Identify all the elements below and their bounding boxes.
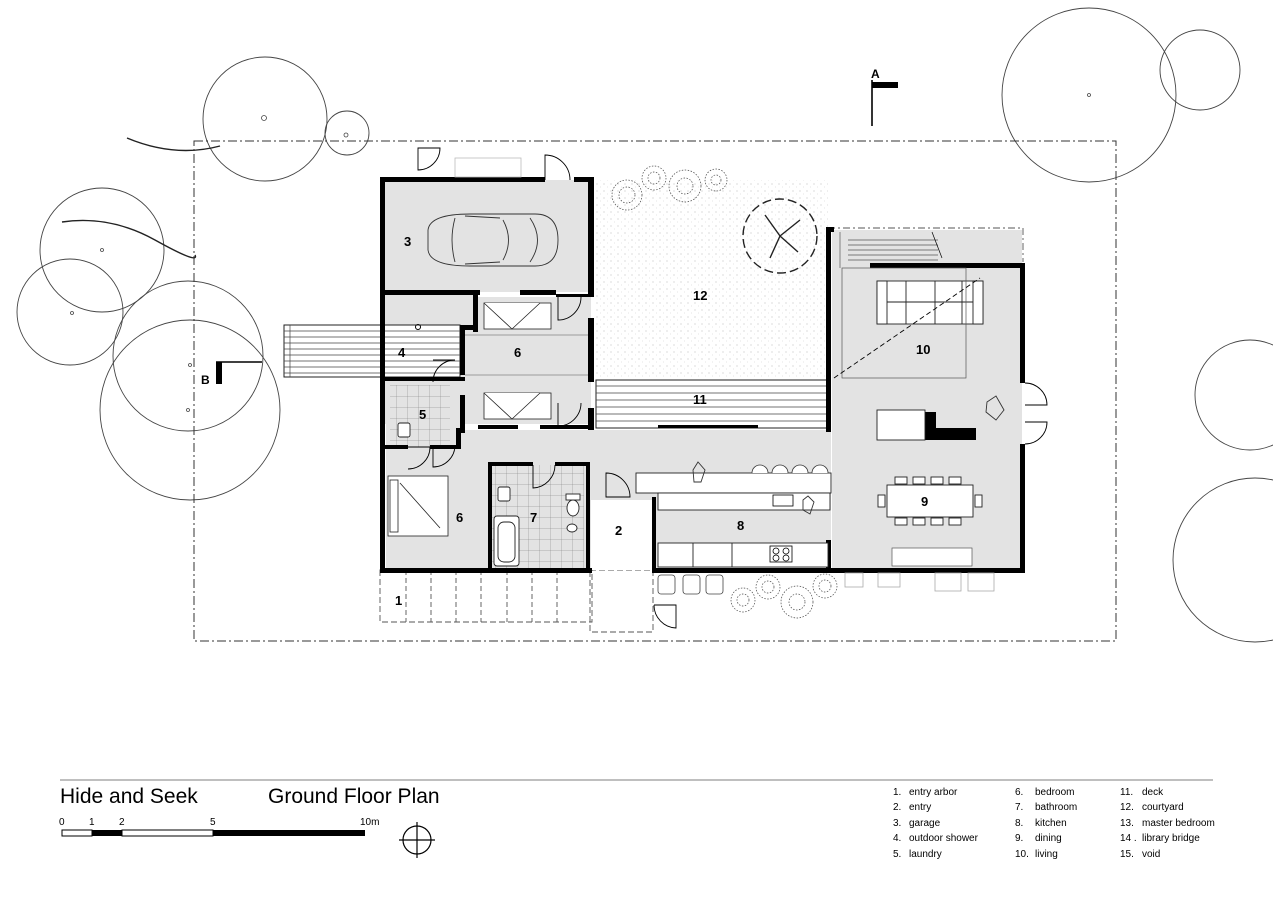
svg-text:B: B [201, 373, 210, 387]
tree-canopy [1172, 477, 1273, 643]
legend-item: 15.void [1120, 848, 1161, 860]
legend-item: 1.entry arbor [893, 787, 958, 798]
tree-canopy [1194, 339, 1273, 451]
toilet-icon [397, 422, 581, 533]
legend-item: 3.garage [893, 817, 941, 829]
room-label: 7 [530, 510, 537, 525]
legend-item: 2.entry [893, 802, 932, 814]
scale-label: 0 [59, 817, 65, 828]
legend-item: 10.living [1015, 848, 1058, 860]
svg-text:A: A [871, 67, 880, 81]
legend-item: 7.bathroom [1015, 802, 1078, 814]
bed-icon [387, 302, 552, 537]
room-labels: 1 2 3 4 5 6 6 7 8 9 10 11 12 [395, 234, 930, 608]
section-marker-b: B [201, 361, 262, 387]
tree-canopies [16, 7, 1273, 643]
scale-bar [61, 829, 365, 837]
room-label: 11 [693, 392, 707, 407]
tree-canopy [324, 110, 370, 156]
tree-canopy [202, 56, 328, 182]
room-label: 1 [395, 593, 402, 608]
dining-table-icon [877, 476, 983, 526]
legend-item: 5.laundry [893, 848, 942, 860]
room-label: 12 [693, 288, 707, 303]
section-marker-a: A [871, 67, 898, 126]
legend-item: 12.courtyard [1120, 802, 1184, 814]
project-title: Hide and Seek [60, 785, 198, 808]
outdoor-shower-deck [283, 324, 461, 378]
room-label: 2 [615, 523, 622, 538]
tree-canopy [39, 187, 165, 313]
room-label: 5 [419, 407, 426, 422]
plan-title: Ground Floor Plan [268, 785, 440, 808]
legend-item: 4.outdoor shower [893, 833, 978, 845]
tree-canopy [1159, 29, 1241, 111]
room-label: 8 [737, 518, 744, 533]
tree-icon [742, 198, 818, 274]
car-icon [427, 213, 559, 267]
legend-item: 11.deck [1120, 787, 1164, 798]
courtyard-surface [596, 180, 828, 378]
tree-canopy [112, 280, 264, 432]
room-label: 10 [916, 342, 930, 357]
cooktop-icon [769, 494, 794, 563]
legend-item: 6.bedroom [1015, 787, 1075, 798]
tree-canopy [16, 258, 124, 366]
scale-label: 2 [119, 817, 125, 828]
deck-boards [595, 379, 829, 429]
legend-column: 11.deck 12.courtyard 13.master bedroom 1… [1120, 785, 1215, 862]
outdoor-chairs [454, 157, 995, 595]
scale-label: 1 [89, 817, 95, 828]
legend-item: 9.dining [1015, 833, 1062, 845]
shrub-icon [611, 165, 838, 619]
legend-column: 1.entry arbor 2.entry 3.garage 4.outdoor… [893, 785, 978, 862]
room-label: 4 [398, 345, 406, 360]
room-label: 6 [514, 345, 521, 360]
legend-column: 6.bedroom 7.bathroom 8.kitchen 9.dining … [1015, 785, 1077, 862]
legend-item: 14 .library bridge [1120, 833, 1200, 845]
scale-label: 10m [360, 817, 380, 828]
room-label: 6 [456, 510, 463, 525]
site-boundary [193, 140, 1117, 642]
legend-item: 8.kitchen [1015, 817, 1067, 829]
legend-item: 13.master bedroom [1120, 817, 1215, 829]
north-compass-icon [399, 822, 435, 858]
sofa-icon [876, 280, 984, 325]
walls [380, 177, 1025, 573]
scale-label: 5 [210, 817, 216, 828]
tree-canopy [1001, 7, 1177, 183]
stair-treads [839, 231, 943, 268]
tree-canopy [99, 319, 281, 501]
room-label: 3 [404, 234, 411, 249]
bathtub-icon [493, 515, 520, 567]
door-swings [407, 147, 1048, 629]
bar-stools [751, 464, 829, 474]
room-label: 9 [921, 494, 928, 509]
